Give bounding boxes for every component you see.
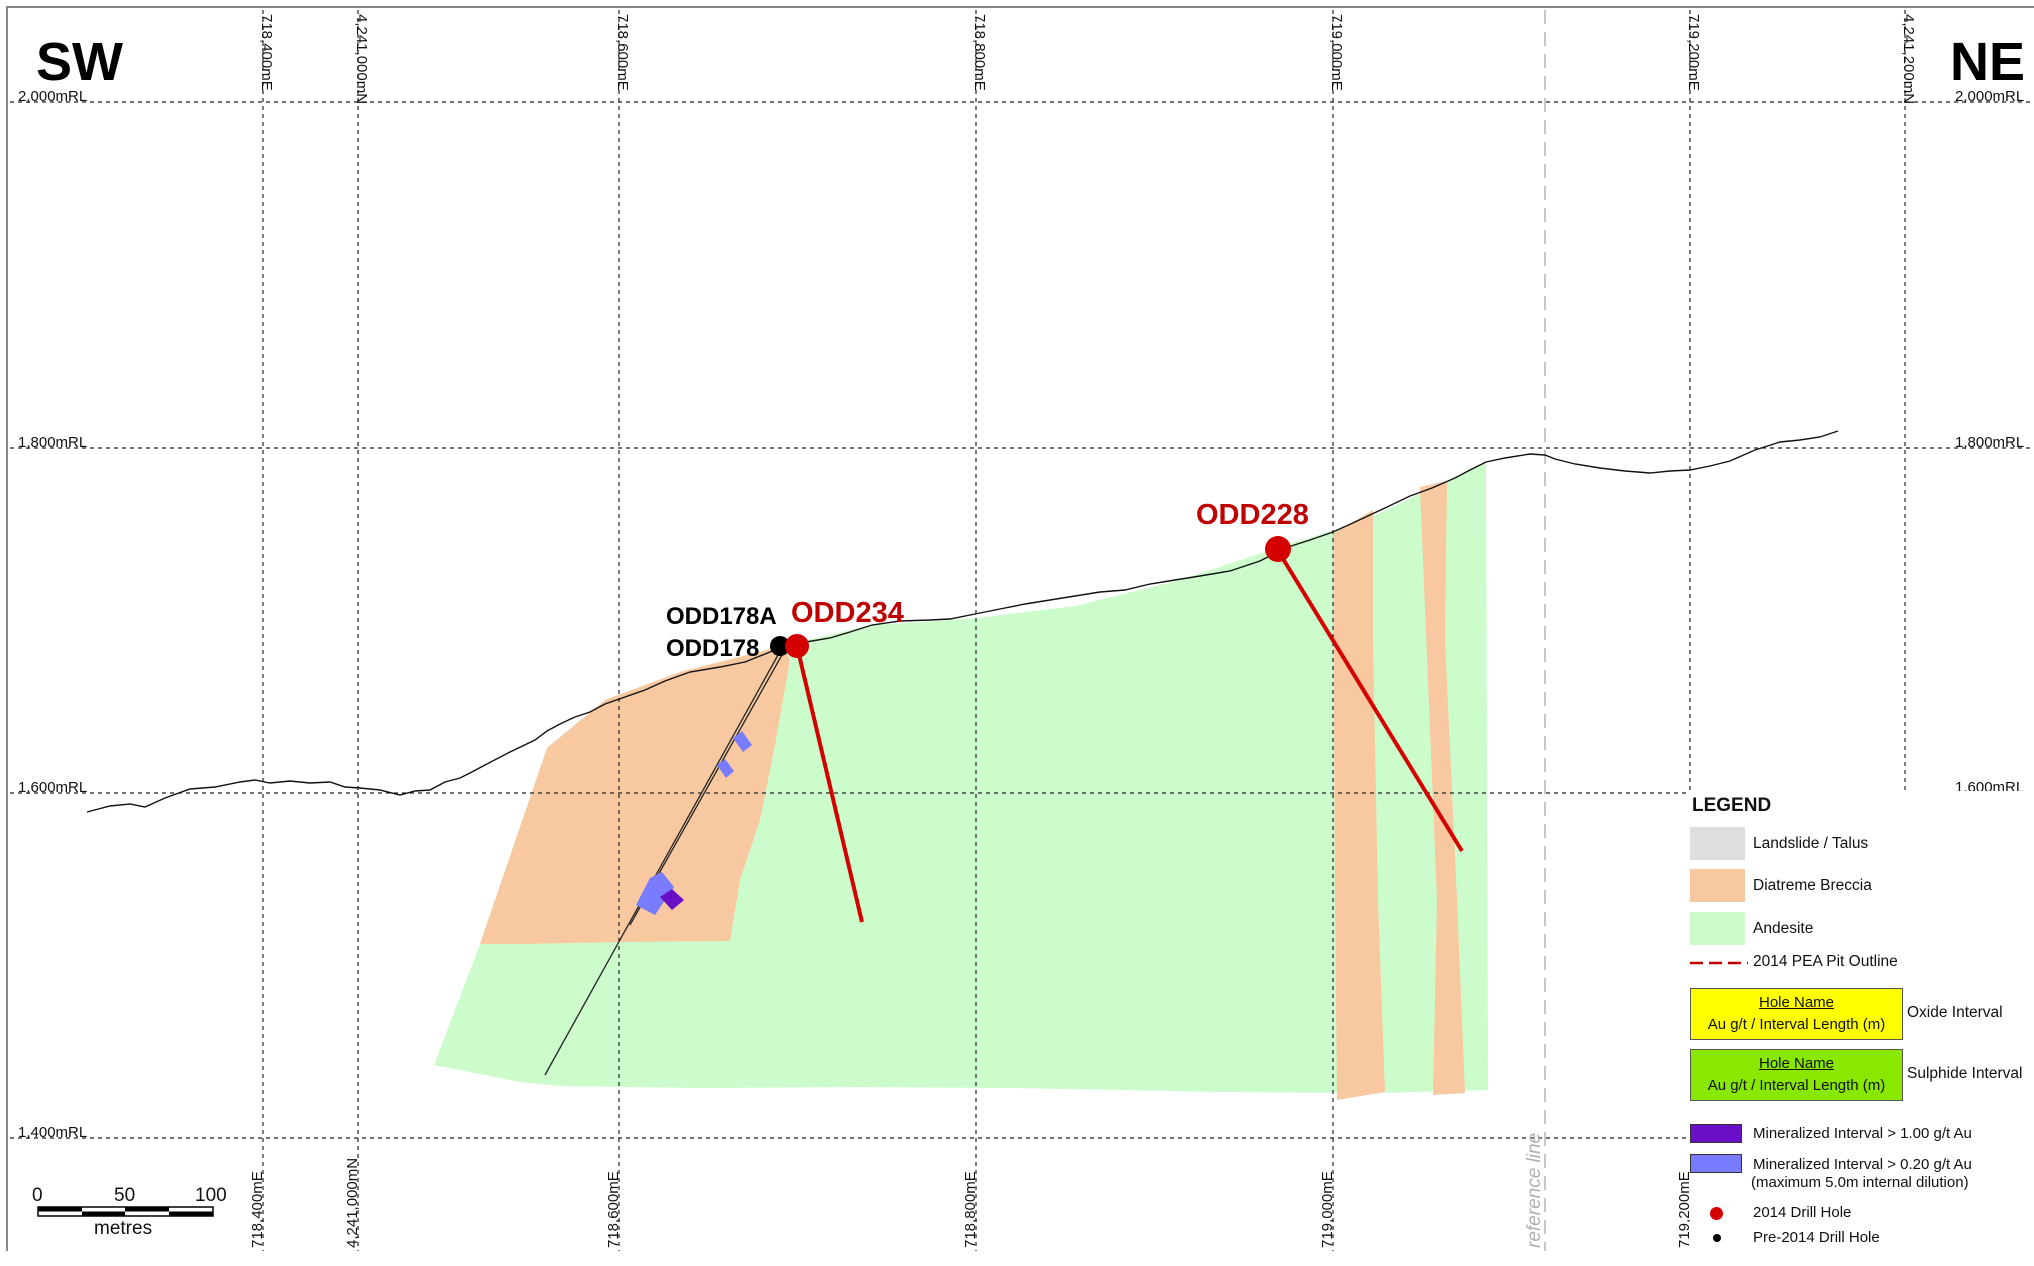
easting-718800-bottom: 718,800mE xyxy=(962,1171,979,1248)
legend-drill-2014: 2014 Drill Hole xyxy=(1690,1203,2034,1241)
min-interval-low-1 xyxy=(733,731,752,752)
legend-landslide: Landslide / Talus xyxy=(1690,827,2034,865)
min-low-swatch xyxy=(1690,1154,1742,1173)
min-interval-low-2 xyxy=(717,759,734,778)
sulphide-label: Sulphide Interval xyxy=(1907,1065,2023,1082)
landslide-label: Landslide / Talus xyxy=(1753,835,1869,852)
oxide-hole-values: Au g/t / Interval Length (m) xyxy=(1707,1016,1886,1033)
odd234-collar xyxy=(785,634,809,658)
andesite-swatch xyxy=(1690,912,1745,945)
landslide-swatch xyxy=(1690,827,1745,860)
scale-bar-segment-3 xyxy=(82,1211,125,1216)
odd178-label: ODD178 xyxy=(666,635,759,662)
easting-718800-top: 718,800mE xyxy=(971,14,988,91)
easting-718600-bottom: 718,600mE xyxy=(605,1171,622,1248)
breccia-dyke-west xyxy=(1333,510,1385,1100)
oxide-hole-name: Hole Name xyxy=(1758,994,1835,1011)
legend-min-low: Mineralized Interval > 0.20 g/t Au (maxi… xyxy=(1690,1154,2034,1206)
breccia-label: Diatreme Breccia xyxy=(1753,877,1872,894)
min-interval-high-1 xyxy=(660,889,684,910)
elevation-label-1600-left: 1,600mRL xyxy=(18,779,87,796)
odd178a-label: ODD178A xyxy=(666,603,777,630)
northing-top-b: 4,241,200mN xyxy=(1900,14,1917,104)
scale-bar-segment-1 xyxy=(38,1207,82,1212)
legend-pit-outline: 2014 PEA Pit Outline xyxy=(1690,953,2034,991)
pit-outline-label: 2014 PEA Pit Outline xyxy=(1753,953,1898,970)
min-high-swatch xyxy=(1690,1124,1742,1143)
scale-bar: 0 50 100 metres xyxy=(32,1185,227,1239)
northing-bottom-a: 4,241,000mN xyxy=(344,1158,361,1248)
elevation-label-1800-left: 1,800mRL xyxy=(18,434,87,451)
odd228-label: ODD228 xyxy=(1196,499,1309,531)
odd228-trace xyxy=(1275,547,1464,853)
legend: LEGEND Landslide / Talus Diatreme Brecci… xyxy=(1690,791,2034,1251)
elevation-label-1400-left: 1,400mRL xyxy=(18,1124,87,1141)
easting-718400-bottom: 718,400mE xyxy=(249,1171,266,1248)
scale-unit: metres xyxy=(94,1218,152,1239)
topography-line xyxy=(86,430,1839,813)
odd234-label: ODD234 xyxy=(791,597,904,629)
northing-top-a: 4,241,000mN xyxy=(353,14,370,104)
section-border xyxy=(6,6,2034,1251)
direction-ne: NE xyxy=(1950,32,2025,92)
oxide-hole-box: Hole Name Au g/t / Interval Length (m) xyxy=(1690,988,1903,1040)
scale-bar-segment-2 xyxy=(125,1207,169,1212)
easting-718600-top: 718,600mE xyxy=(614,14,631,91)
diatreme-breccia-unit xyxy=(480,646,790,944)
elevation-label-2000-right: 2,000mRL xyxy=(1955,88,2024,105)
scale-tick-0: 0 xyxy=(32,1185,43,1206)
mineralized-intervals xyxy=(636,731,752,915)
min-low-note: (maximum 5.0m internal dilution) xyxy=(1751,1174,1969,1191)
min-low-label: Mineralized Interval > 0.20 g/t Au xyxy=(1753,1156,1972,1173)
sulphide-hole-name: Hole Name xyxy=(1758,1055,1835,1072)
scale-bar-segment-4 xyxy=(169,1211,213,1216)
odd228-collar xyxy=(1265,536,1291,562)
breccia-dyke-east xyxy=(1420,481,1465,1095)
scale-tick-100: 100 xyxy=(195,1185,227,1206)
elevation-label-2000-left: 2,000mRL xyxy=(18,88,87,105)
direction-sw: SW xyxy=(36,32,123,92)
odd178-trace xyxy=(544,645,784,1076)
elevation-label-1800-right: 1,800mRL xyxy=(1955,434,2024,451)
drill-2014-label: 2014 Drill Hole xyxy=(1753,1204,1852,1221)
andesite-label: Andesite xyxy=(1753,920,1814,937)
legend-andesite: Andesite xyxy=(1690,912,2034,950)
easting-718400-top: 718,400mE xyxy=(258,14,275,91)
sulphide-hole-box: Hole Name Au g/t / Interval Length (m) xyxy=(1690,1049,1903,1101)
odd234-trace xyxy=(795,645,864,923)
legend-title: LEGEND xyxy=(1692,795,1772,816)
easting-719000-top: 719,000mE xyxy=(1328,14,1345,91)
easting-719200-bottom: 719,200mE xyxy=(1676,1171,1693,1248)
reference-line-label: reference line xyxy=(1524,1133,1545,1248)
breccia-swatch xyxy=(1690,869,1745,902)
min-interval-low-3 xyxy=(636,872,674,915)
easting-719000-bottom: 719,000mE xyxy=(1319,1171,1336,1248)
min-high-label: Mineralized Interval > 1.00 g/t Au xyxy=(1753,1125,1972,1142)
easting-719200-top: 719,200mE xyxy=(1685,14,1702,91)
sulphide-hole-values: Au g/t / Interval Length (m) xyxy=(1707,1077,1886,1094)
odd178-collar xyxy=(770,636,790,656)
legend-min-high: Mineralized Interval > 1.00 g/t Au xyxy=(1690,1124,2034,1162)
drill-pre2014-swatch xyxy=(1713,1234,1721,1242)
drill-2014-swatch xyxy=(1710,1207,1723,1220)
oxide-label: Oxide Interval xyxy=(1907,1004,2003,1021)
scale-tick-50: 50 xyxy=(114,1185,135,1206)
pit-outline-swatch xyxy=(1690,961,1748,965)
drill-pre2014-label: Pre-2014 Drill Hole xyxy=(1753,1229,1880,1246)
grid xyxy=(10,10,2034,1251)
legend-breccia: Diatreme Breccia xyxy=(1690,869,2034,907)
legend-drill-pre2014: Pre-2014 Drill Hole xyxy=(1690,1228,2034,1266)
